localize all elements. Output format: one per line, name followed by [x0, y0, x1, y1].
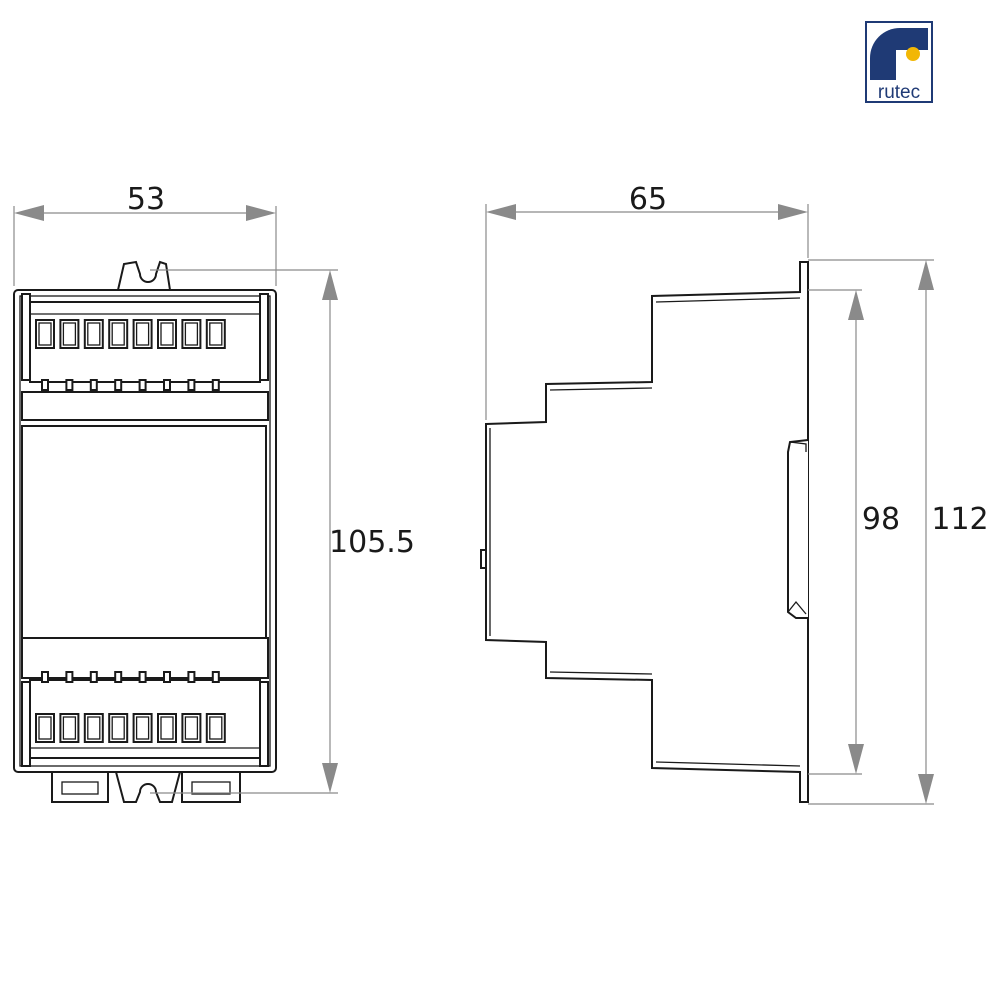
bottom-right-foot-slot	[191, 781, 231, 795]
top-terminal-screw-5	[135, 322, 150, 346]
top-terminal-tooth-8	[211, 379, 220, 391]
bottom-terminal-teeth	[41, 671, 220, 683]
din-rail-recess	[787, 439, 809, 619]
top-right-latch	[259, 293, 269, 381]
front-dimensions: 53 105.5	[13, 182, 415, 794]
front-view	[13, 260, 277, 803]
total-arrow-bottom	[918, 774, 934, 804]
bottom-left-latch	[21, 681, 31, 767]
bottom-right-latch	[259, 681, 269, 767]
top-terminal-screw-8	[209, 322, 223, 346]
bottom-left-foot	[51, 771, 109, 803]
din-lower-hook	[787, 600, 807, 615]
inner-arrow-top	[848, 290, 864, 320]
bottom-terminal-4	[108, 713, 129, 743]
top-terminal-2	[59, 319, 80, 349]
bottom-terminal-tooth-2	[65, 671, 74, 683]
height-arrow-top	[322, 270, 338, 300]
logo-text: rutec	[878, 82, 920, 103]
side-step-upper-1	[549, 387, 653, 391]
top-terminal-7	[181, 319, 202, 349]
din-upper-hook	[789, 441, 807, 452]
bottom-terminal-6	[157, 713, 177, 743]
top-terminal-1	[35, 319, 55, 349]
height-label: 105.5	[329, 525, 415, 560]
bottom-terminal-tooth-3	[89, 671, 98, 683]
side-profile	[485, 261, 809, 803]
top-terminal-screw-7	[184, 322, 199, 346]
side-step-lower-1	[549, 671, 653, 675]
bottom-terminal-tooth-8	[211, 671, 220, 683]
bottom-terminal-7	[181, 713, 202, 743]
width-label: 53	[127, 182, 165, 217]
bottom-terminal-tooth-5	[138, 671, 147, 683]
bottom-terminal-8	[205, 713, 226, 743]
bottom-terminal-screw-3	[87, 716, 101, 740]
front-window	[21, 425, 267, 639]
bottom-right-foot	[181, 771, 241, 803]
top-terminal-tooth-6	[163, 379, 171, 391]
top-terminal-screw-3	[87, 322, 101, 346]
bottom-terminal-screw-7	[184, 716, 199, 740]
top-band	[21, 391, 269, 421]
top-terminal-3	[83, 319, 104, 349]
side-view	[480, 261, 809, 803]
top-terminal-row	[35, 319, 226, 349]
logo-sun-icon	[906, 47, 920, 61]
side-dimensions: 65 98 112	[485, 182, 989, 805]
bottom-terminal-1	[35, 713, 55, 743]
top-terminal-screw-6	[160, 322, 174, 346]
bottom-terminal-screw-6	[160, 716, 174, 740]
top-terminal-4	[108, 319, 129, 349]
top-terminal-tooth-4	[114, 379, 123, 391]
total-arrow-top	[918, 260, 934, 290]
top-terminal-tooth-5	[138, 379, 147, 391]
top-terminal-screw-2	[62, 322, 77, 346]
side-small-tab	[480, 549, 487, 569]
top-terminal-tooth-7	[187, 379, 196, 391]
width-arrow-left	[14, 205, 44, 221]
bottom-terminal-screw-4	[111, 716, 125, 740]
bottom-terminal-tooth-1	[41, 671, 49, 683]
width-arrow-right	[246, 205, 276, 221]
depth-label: 65	[629, 182, 667, 217]
top-left-latch	[21, 293, 31, 381]
side-step-lower-2	[655, 761, 801, 767]
inner-arrow-bottom	[848, 744, 864, 774]
inner-height-label: 98	[862, 502, 900, 537]
bottom-terminal-2	[59, 713, 80, 743]
bottom-terminal-tooth-7	[187, 671, 196, 683]
bottom-terminal-3	[83, 713, 104, 743]
top-terminal-teeth	[41, 379, 220, 391]
bottom-terminal-5	[132, 713, 153, 743]
depth-arrow-right	[778, 204, 808, 220]
side-step-upper-2	[655, 297, 801, 303]
front-housing-inner	[19, 295, 271, 767]
top-terminal-screw-1	[38, 322, 52, 346]
depth-arrow-left	[486, 204, 516, 220]
top-terminal-tooth-2	[65, 379, 74, 391]
bottom-terminal-screw-2	[62, 716, 77, 740]
top-terminal-5	[132, 319, 153, 349]
bottom-terminal-screw-1	[38, 716, 52, 740]
top-terminal-6	[157, 319, 177, 349]
top-terminal-tooth-3	[89, 379, 98, 391]
bottom-terminal-tooth-6	[163, 671, 171, 683]
top-terminal-tooth-1	[41, 379, 49, 391]
bottom-terminal-tooth-4	[114, 671, 123, 683]
bottom-terminal-screw-5	[135, 716, 150, 740]
top-terminal-8	[205, 319, 226, 349]
bottom-left-foot-slot	[61, 781, 99, 795]
bottom-terminal-screw-8	[209, 716, 223, 740]
top-terminal-screw-4	[111, 322, 125, 346]
height-arrow-bottom	[322, 763, 338, 793]
bottom-din-clip	[114, 771, 182, 803]
rutec-logo: rutec	[865, 21, 933, 103]
total-height-label: 112	[931, 502, 988, 537]
bottom-terminal-row	[35, 713, 226, 743]
top-din-clip	[116, 260, 172, 291]
